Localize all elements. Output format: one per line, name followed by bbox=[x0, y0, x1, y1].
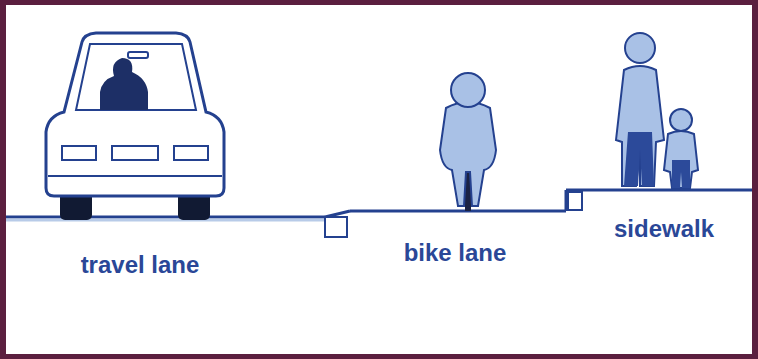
frame bbox=[3, 2, 755, 357]
cyclist bbox=[440, 73, 496, 211]
child-pedestrian bbox=[664, 109, 698, 188]
lane-label: travel lane bbox=[81, 252, 200, 278]
ground-shade bbox=[6, 219, 325, 222]
gutter-block bbox=[325, 217, 347, 237]
lane-label: sidewalk bbox=[614, 216, 714, 242]
adult-pedestrian bbox=[616, 33, 664, 186]
car bbox=[46, 33, 224, 220]
lane-label: bike lane bbox=[404, 240, 507, 266]
curb-block bbox=[568, 192, 582, 210]
